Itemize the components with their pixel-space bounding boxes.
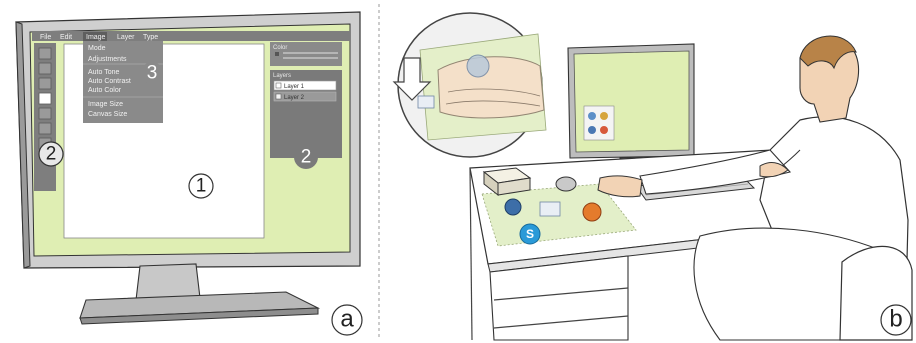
menu-item-canvas-size[interactable]: Canvas Size: [88, 111, 127, 118]
color-panel-title: Color: [273, 45, 287, 51]
layers-panel-title: Layers: [273, 73, 291, 79]
callout-2-right: 2: [301, 147, 312, 168]
desk-app-icon[interactable]: [540, 202, 560, 216]
panel-a-letter: a: [340, 306, 354, 333]
tool-button[interactable]: [39, 48, 51, 59]
menu-image[interactable]: Image: [86, 34, 106, 41]
monitor-neck: [136, 264, 200, 300]
desk-app-icon[interactable]: [505, 199, 521, 215]
layer-visibility-checkbox[interactable]: [276, 94, 281, 99]
menu-item-image-size[interactable]: Image Size: [88, 101, 123, 108]
callout-1: 1: [196, 176, 207, 197]
tool-button[interactable]: [39, 123, 51, 134]
app-icon[interactable]: [600, 126, 608, 134]
tool-button[interactable]: [39, 108, 51, 119]
menu-item-auto-color[interactable]: Auto Color: [88, 87, 122, 94]
menu-type[interactable]: Type: [143, 34, 158, 41]
tool-button[interactable]: [39, 78, 51, 89]
desk-leg: [470, 168, 472, 340]
callout-2-left: 2: [46, 144, 57, 165]
panel-b-letter: b: [889, 306, 902, 333]
inset-icon: [418, 96, 434, 108]
desk-app-icon[interactable]: [583, 203, 601, 221]
layer-2-label: Layer 2: [284, 95, 305, 101]
menu-item-auto-contrast[interactable]: Auto Contrast: [88, 78, 131, 85]
menu-file[interactable]: File: [40, 34, 51, 41]
app-icon[interactable]: [588, 126, 596, 134]
app-icon[interactable]: [600, 112, 608, 120]
tool-button-active[interactable]: [39, 93, 51, 104]
mouse[interactable]: [556, 177, 576, 191]
callout-3: 3: [147, 63, 158, 84]
panel-a: File Edit Image Layer Type Mode Adjustme…: [16, 12, 362, 335]
color-swatch-icon[interactable]: [275, 52, 279, 56]
menu-item-auto-tone[interactable]: Auto Tone: [88, 69, 120, 76]
panel-b: S: [394, 13, 912, 340]
tool-button[interactable]: [39, 63, 51, 74]
app-icon[interactable]: [588, 112, 596, 120]
menu-bar: [32, 31, 350, 41]
menu-item-adjustments[interactable]: Adjustments: [88, 56, 127, 63]
svg-text:S: S: [526, 227, 534, 241]
menu-item-mode[interactable]: Mode: [88, 45, 106, 52]
layer-1-label: Layer 1: [284, 84, 305, 90]
zoom-inset: [394, 13, 546, 157]
menu-layer[interactable]: Layer: [117, 34, 135, 41]
menu-edit[interactable]: Edit: [60, 34, 72, 41]
toolbar-tools: [39, 48, 51, 149]
screen-icon-panel: [584, 106, 614, 140]
